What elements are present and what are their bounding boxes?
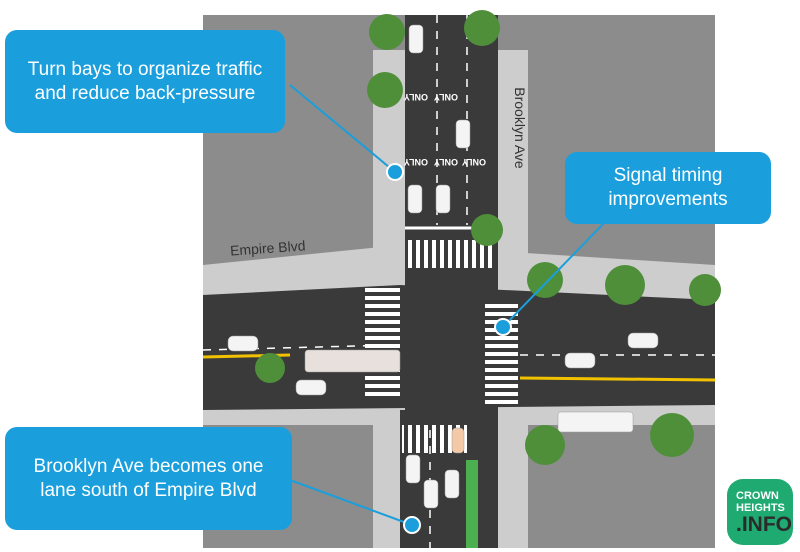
trees bbox=[255, 10, 721, 465]
bike-lane bbox=[466, 460, 478, 548]
only-markings: ONLY ONLY ONLY ONLY ONLY bbox=[404, 92, 486, 167]
crosswalks bbox=[365, 240, 518, 453]
logo-line1: CROWN bbox=[736, 490, 779, 502]
callout-turn-bays: Turn bays to organize traffic and reduce… bbox=[5, 30, 285, 133]
street-label-brooklyn-ave: Brooklyn Ave bbox=[512, 87, 528, 169]
only-marking: ONLY bbox=[404, 92, 428, 102]
callout-dots bbox=[386, 163, 512, 534]
callout-leaders bbox=[289, 84, 606, 526]
only-marking: ONLY bbox=[434, 157, 458, 167]
only-marking: ONLY bbox=[434, 92, 458, 102]
crown-heights-info-logo: CROWN HEIGHTS .INFO bbox=[727, 479, 793, 545]
yellow-median-east bbox=[519, 376, 716, 382]
callout-signal-timing: Signal timing improvements bbox=[565, 152, 771, 224]
only-marking: ONLY bbox=[462, 157, 486, 167]
vehicles bbox=[227, 24, 659, 509]
logo-line2: HEIGHTS bbox=[736, 502, 785, 514]
logo-line3: .INFO bbox=[736, 513, 792, 536]
callout-one-lane: Brooklyn Ave becomes one lane south of E… bbox=[5, 427, 292, 530]
only-marking: ONLY bbox=[404, 157, 428, 167]
